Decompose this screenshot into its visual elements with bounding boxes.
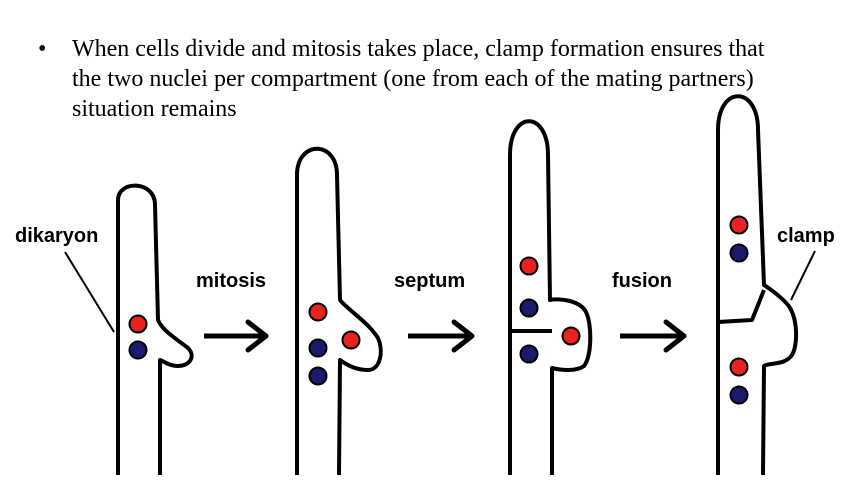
arrow-fusion: fusion (612, 270, 687, 353)
bullet-point: • When cells divide and mitosis takes pl… (38, 34, 818, 124)
hypha-outline-2 (295, 146, 383, 476)
hypha-outline-1 (116, 183, 194, 475)
nucleus-red (341, 330, 361, 350)
nucleus-red (729, 215, 749, 235)
clamp-septum-wall (717, 289, 766, 324)
stage-dikaryon: dikaryon (15, 183, 194, 475)
stage-septum (508, 119, 593, 475)
hypha-outline-3 (508, 119, 593, 475)
nucleus-red (519, 256, 539, 276)
label-clamp: clamp (777, 225, 835, 247)
label-septum: septum (394, 270, 465, 292)
nucleus-blue (128, 340, 148, 360)
hypha-outline-4 (716, 94, 799, 476)
nucleus-blue (519, 298, 539, 318)
nucleus-red (128, 314, 148, 334)
label-fusion: fusion (612, 270, 672, 292)
nucleus-red (308, 302, 328, 322)
stage-mitosis (295, 146, 383, 476)
clamp-pointer-line (790, 250, 816, 301)
nucleus-blue (519, 344, 539, 364)
bullet-text: When cells divide and mitosis takes plac… (72, 36, 765, 122)
stage-clamp: clamp (716, 94, 835, 476)
fusion-arrow-head (663, 319, 687, 353)
septum-arrow-head (451, 319, 475, 353)
nucleus-blue (729, 243, 749, 263)
dikaryon-pointer-line (64, 251, 115, 333)
nucleus-blue (729, 385, 749, 405)
arrow-mitosis: mitosis (196, 270, 269, 353)
arrow-septum: septum (394, 270, 475, 353)
label-mitosis: mitosis (196, 270, 266, 292)
nucleus-blue (308, 338, 328, 358)
label-dikaryon: dikaryon (15, 225, 98, 247)
nucleus-red (561, 326, 581, 346)
bullet-symbol: • (38, 36, 47, 62)
nucleus-red (729, 357, 749, 377)
nucleus-blue (308, 366, 328, 386)
mitosis-arrow-head (245, 319, 269, 353)
